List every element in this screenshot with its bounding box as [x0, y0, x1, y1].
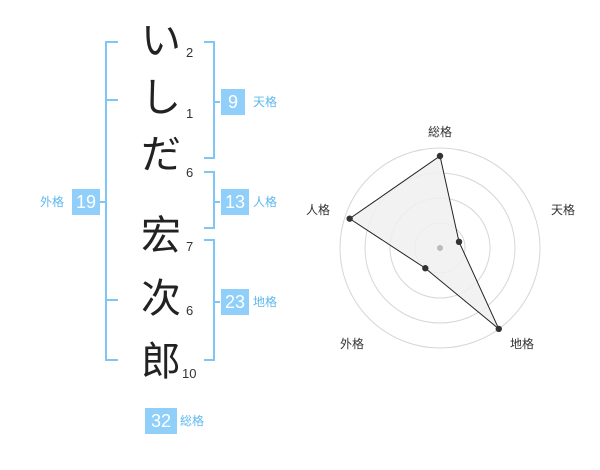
radar-point-1: [455, 238, 463, 246]
gaikaku-label: 外格: [40, 195, 65, 209]
radar-label-jinkaku: 人格: [306, 203, 331, 217]
jinkaku-label: 人格: [253, 195, 278, 209]
jinkaku-badge: 13: [221, 189, 249, 215]
radar-ring: [339, 147, 541, 349]
stroke-count-5: 6: [186, 303, 194, 318]
radar-point-3: [422, 265, 429, 272]
radar-label-gaikaku: 外格: [340, 337, 365, 351]
soukaku-badge: 32: [145, 408, 177, 434]
radar-label-soukaku: 総格: [428, 125, 453, 139]
gaikaku-badge: 19: [72, 189, 100, 215]
name-char-2: し: [141, 75, 181, 121]
name-char-3: だ: [141, 132, 181, 178]
radar-label-tenkaku: 天格: [551, 203, 576, 217]
radar-polygon: [348, 155, 500, 330]
name-char-1: い: [141, 18, 181, 64]
chikaku-bracket: [204, 239, 215, 361]
name-char-4: 宏: [141, 213, 181, 259]
radar-point-4: [346, 215, 353, 222]
radar-point-2: [495, 325, 502, 333]
tenkaku-label: 天格: [253, 95, 278, 109]
chikaku-label: 地格: [253, 295, 278, 309]
chikaku-badge: 23: [221, 289, 249, 315]
jinkaku-bracket: [204, 171, 215, 229]
stroke-count-4: 7: [186, 239, 194, 254]
soukaku-label: 総格: [180, 414, 205, 428]
tenkaku-badge: 9: [221, 89, 245, 115]
radar-label-chikaku: 地格: [510, 337, 535, 351]
radar-center-dot: [437, 245, 443, 251]
name-char-6: 郎: [141, 339, 181, 385]
stroke-count-6: 10: [182, 366, 197, 381]
stroke-count-1: 2: [186, 45, 194, 60]
name-char-5: 次: [141, 276, 181, 322]
radar-point-0: [436, 152, 444, 160]
tenkaku-bracket: [204, 41, 215, 159]
stroke-count-3: 6: [186, 165, 194, 180]
stroke-count-2: 1: [186, 106, 194, 121]
